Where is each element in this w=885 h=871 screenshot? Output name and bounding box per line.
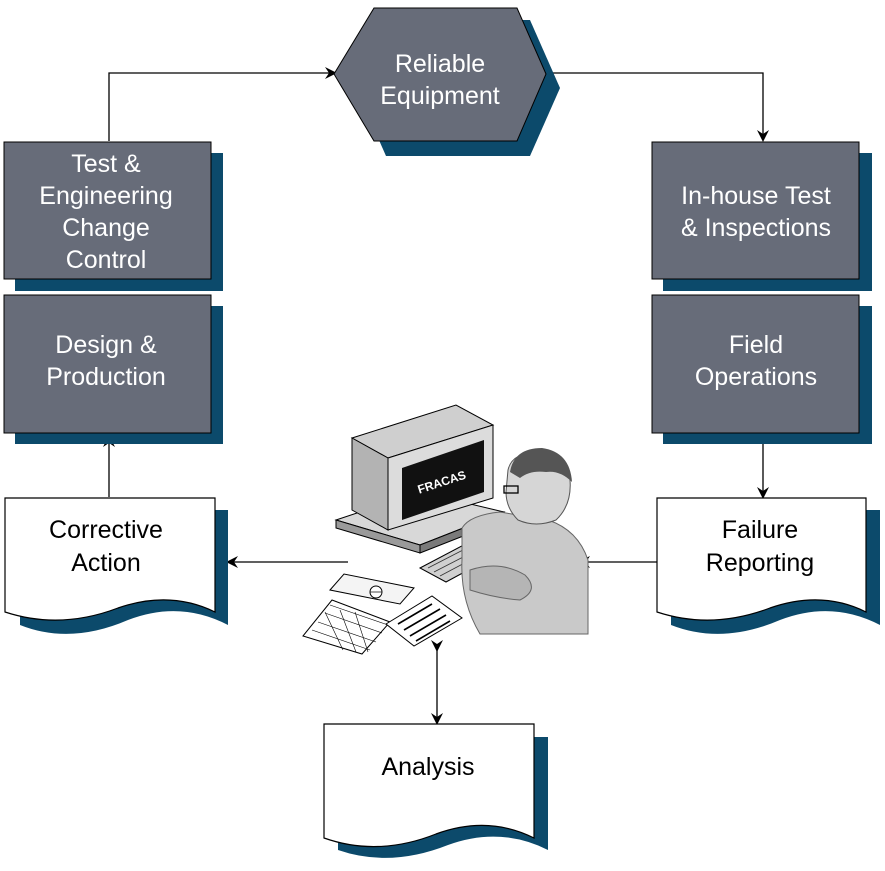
node-analysis: Analysis bbox=[323, 723, 548, 858]
reliable-equipment-shape bbox=[333, 7, 547, 142]
paper-report bbox=[385, 595, 463, 647]
design-production-label-1: Design & bbox=[55, 331, 157, 359]
node-field-operations: Field Operations bbox=[651, 294, 872, 444]
node-inhouse-test: In-house Test & Inspections bbox=[651, 141, 872, 291]
test-engineering-label-4: Control bbox=[66, 246, 147, 274]
test-engineering-shape bbox=[3, 141, 212, 280]
monitor-screen bbox=[402, 440, 484, 520]
person-body bbox=[461, 511, 589, 635]
person-hair bbox=[510, 448, 572, 482]
person-glasses bbox=[503, 485, 519, 494]
field-operations-shape bbox=[651, 294, 860, 434]
arrow-reliable-to-inhouse bbox=[545, 72, 769, 142]
inhouse-test-label-1: In-house Test bbox=[681, 182, 831, 210]
test-engineering-label-2: Engineering bbox=[39, 182, 172, 210]
failure-reporting-shape bbox=[656, 497, 867, 621]
arrow-test-to-reliable bbox=[108, 67, 337, 141]
field-operations-label-2: Operations bbox=[695, 363, 817, 391]
design-production-label-2: Production bbox=[46, 363, 166, 391]
analysis-shape bbox=[323, 723, 535, 848]
corrective-action-label-1: Corrective bbox=[49, 516, 163, 544]
person-arm bbox=[469, 565, 532, 601]
node-failure-reporting: Failure Reporting bbox=[656, 497, 880, 634]
inhouse-test-shape bbox=[651, 141, 860, 280]
node-reliable-equipment: Reliable Equipment bbox=[333, 7, 560, 156]
node-test-engineering-change-control: Test & Engineering Change Control bbox=[3, 141, 223, 291]
node-corrective-action: Corrective Action bbox=[4, 497, 228, 634]
failure-reporting-label-1: Failure bbox=[722, 516, 798, 544]
analysis-label: Analysis bbox=[381, 753, 474, 781]
design-production-shape bbox=[3, 294, 212, 434]
fracas-workstation-illustration: FRACAS bbox=[302, 404, 589, 655]
corrective-action-shape bbox=[4, 497, 216, 621]
reliable-equipment-label-2: Equipment bbox=[380, 82, 500, 110]
test-engineering-label-3: Change bbox=[62, 214, 150, 242]
node-design-production: Design & Production bbox=[3, 294, 223, 444]
corrective-action-label-2: Action bbox=[71, 549, 140, 577]
reliable-equipment-label-1: Reliable bbox=[395, 50, 485, 78]
test-engineering-label-1: Test & bbox=[71, 150, 141, 178]
failure-reporting-label-2: Reporting bbox=[706, 549, 814, 577]
inhouse-test-label-2: & Inspections bbox=[681, 214, 831, 242]
field-operations-label-1: Field bbox=[729, 331, 783, 359]
